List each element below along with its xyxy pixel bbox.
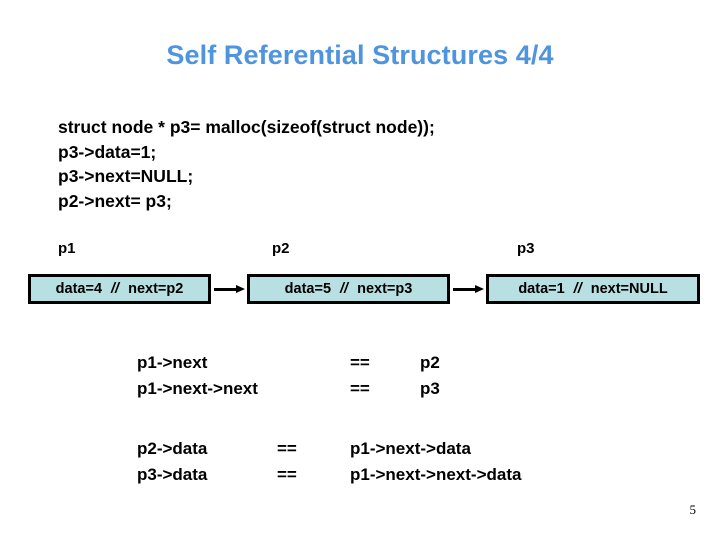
node-p1-next-field: next=p2 [128, 281, 184, 297]
pointer-eq-1-right: p2 [420, 353, 440, 372]
node-box-p1: data=4 // next=p2 [28, 274, 211, 304]
node-p3-next-field: next=NULL [590, 281, 668, 297]
linked-list-diagram: p1 p2 p3 data=4 // next=p2 data=5 // nex… [0, 240, 720, 320]
node-p3-separator: // [573, 281, 582, 297]
equivalence-row: p1->next == p2 [0, 350, 720, 376]
node-p1-separator: // [111, 281, 120, 297]
data-eq-2-operator: == [277, 465, 297, 484]
node-p1-data-field: data=4 [55, 281, 103, 297]
data-eq-1-operator: == [277, 439, 297, 458]
data-eq-1-right: p1->next->data [350, 439, 471, 458]
pointer-label-p2: p2 [272, 240, 290, 257]
pointer-eq-1-operator: == [350, 353, 370, 372]
arrow-p1-to-p2-icon [214, 285, 245, 293]
data-eq-2-left: p3->data [137, 465, 208, 484]
pointer-eq-2-operator: == [350, 379, 370, 398]
pointer-eq-2-left: p1->next->next [137, 379, 258, 398]
code-line-4: p2->next= p3; [58, 190, 172, 211]
pointer-label-p3: p3 [517, 240, 535, 257]
pointer-label-p1: p1 [58, 240, 76, 257]
pointer-eq-2-right: p3 [420, 379, 440, 398]
page-number: 5 [689, 502, 697, 517]
code-line-1: struct node * p3= malloc(sizeof(struct n… [58, 117, 435, 137]
code-block: struct node * p3= malloc(sizeof(struct n… [58, 115, 435, 213]
data-eq-2-right: p1->next->next->data [350, 465, 522, 484]
page-title: Self Referential Structures 4/4 [166, 40, 554, 70]
equivalence-row: p2->data == p1->next->data [0, 436, 720, 462]
node-p3-data-field: data=1 [518, 281, 565, 297]
node-box-p2: data=5 // next=p3 [247, 274, 450, 304]
pointer-eq-1-left: p1->next [137, 353, 208, 372]
data-equivalence-block: p2->data == p1->next->data p3->data == p… [0, 436, 720, 488]
data-eq-1-left: p2->data [137, 439, 208, 458]
node-p2-data-field: data=5 [284, 281, 332, 297]
code-line-3: p3->next=NULL; [58, 166, 194, 186]
equivalence-row: p3->data == p1->next->next->data [0, 462, 720, 488]
node-box-p3: data=1 // next=NULL [486, 274, 700, 304]
arrow-p2-to-p3-icon [453, 285, 484, 293]
node-p2-next-field: next=p3 [357, 281, 413, 297]
node-p2-separator: // [340, 281, 349, 297]
code-line-2: p3->data=1; [58, 141, 157, 162]
equivalence-row: p1->next->next == p3 [0, 376, 720, 402]
pointer-equivalence-block: p1->next == p2 p1->next->next == p3 [0, 350, 720, 402]
